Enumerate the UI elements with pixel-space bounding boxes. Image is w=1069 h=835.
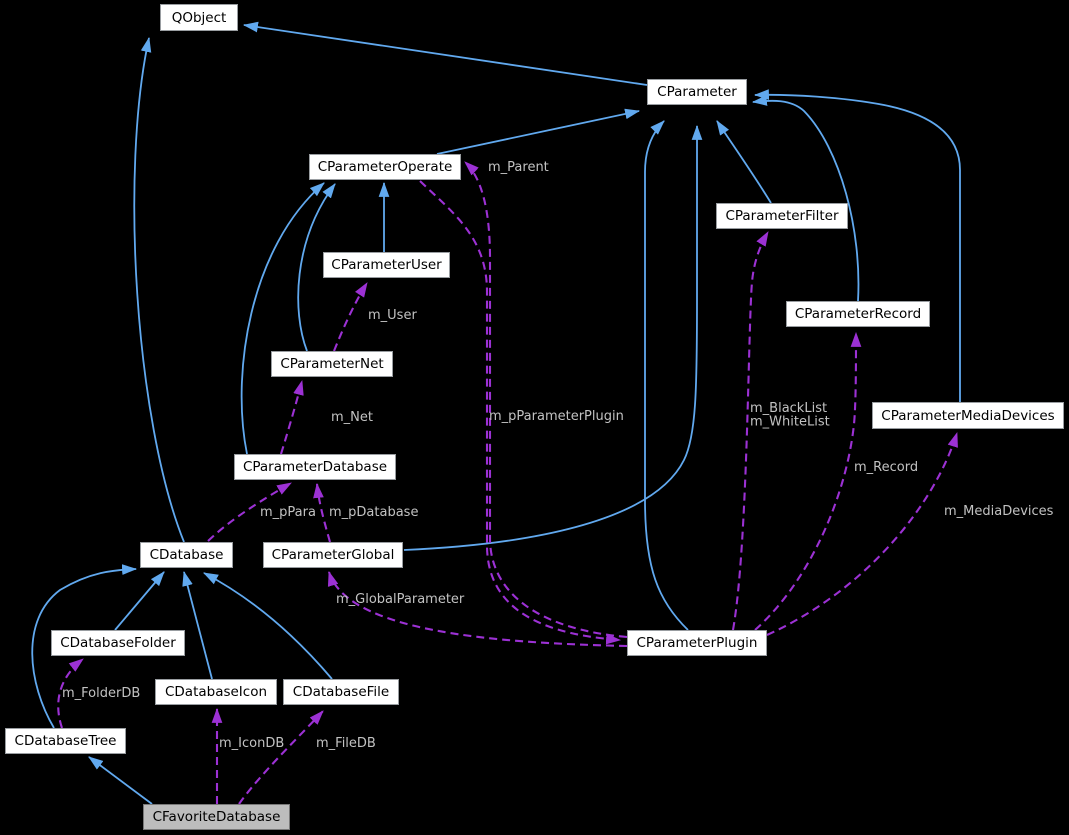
edge-label-m_WhiteList: m_WhiteList	[750, 415, 830, 430]
edge-label-m_Parent: m_Parent	[488, 160, 549, 175]
node-cdatabase[interactable]: CDatabase	[140, 542, 233, 568]
edge-label-m_Record: m_Record	[854, 460, 918, 475]
edge-cparameterplugin-to-cparameteroperate	[464, 161, 628, 639]
edge-label-m_pPara: m_pPara	[260, 505, 316, 520]
edge-cparameternet-to-cparameteroperate	[297, 183, 336, 352]
edge-label-m_BlackList: m_BlackList	[750, 401, 827, 416]
edge-cparameterdatabase-to-cparameteroperate	[240, 182, 325, 455]
edge-cparameterplugin-to-cparametermediadevices	[766, 431, 959, 636]
edge-cdatabasefile-to-cdatabase	[203, 572, 333, 680]
node-cparameteroperate[interactable]: CParameterOperate	[309, 154, 461, 180]
node-cparameterplugin[interactable]: CParameterPlugin	[627, 630, 767, 656]
node-cfavoritedatabase[interactable]: CFavoriteDatabase	[143, 804, 290, 830]
node-cparameterdatabase[interactable]: CParameterDatabase	[234, 454, 396, 480]
edge-cparameterfilter-to-cparameter	[716, 120, 772, 204]
node-cparameterrecord[interactable]: CParameterRecord	[786, 301, 930, 327]
node-cparametermediadevices[interactable]: CParameterMediaDevices	[872, 402, 1064, 429]
edge-cparameterplugin-to-cparameterglobal	[327, 570, 628, 648]
edge-label-m_FileDB: m_FileDB	[316, 736, 376, 751]
edge-label-m_MediaDevices: m_MediaDevices	[944, 504, 1054, 519]
edge-cparametermediadevices-to-cparameter	[753, 89, 961, 402]
edge-cparameteroperate-to-cparameterplugin	[419, 180, 622, 645]
node-cparameteruser[interactable]: CParameterUser	[323, 252, 450, 278]
node-cparameterfilter[interactable]: CParameterFilter	[716, 203, 848, 229]
edge-cdatabasetree-to-cdatabase	[31, 564, 138, 729]
edge-cparameteroperate-to-cparameter	[436, 108, 641, 155]
edge-cparameternet-to-cparameteruser	[333, 282, 368, 352]
edge-cfavoritedatabase-to-cdatabasetree	[88, 756, 153, 805]
edge-cparameterdatabase-to-cparameternet	[279, 379, 304, 455]
node-cparameternet[interactable]: CParameterNet	[271, 351, 393, 377]
node-cdatabasefile[interactable]: CDatabaseFile	[283, 679, 399, 705]
node-cdatabaseicon[interactable]: CDatabaseIcon	[155, 679, 277, 705]
edge-cparameterplugin-to-cparameter	[644, 120, 689, 631]
edge-cdatabaseicon-to-cdatabase	[182, 570, 213, 680]
edge-cparameterglobal-to-cparameter	[403, 124, 703, 551]
node-cparameter[interactable]: CParameter	[647, 79, 747, 105]
edge-label-m_User: m_User	[368, 308, 417, 323]
edge-cparameterrecord-to-cparameter	[751, 95, 860, 302]
edge-cparameterplugin-to-cparameterfilter	[731, 231, 769, 631]
edge-label-m_pParameterPlugin: m_pParameterPlugin	[489, 409, 624, 424]
node-cdatabasetree[interactable]: CDatabaseTree	[5, 728, 126, 754]
edge-cdatabase-to-qobject	[133, 36, 185, 543]
node-cparameterglobal[interactable]: CParameterGlobal	[263, 542, 403, 568]
edge-cparameterplugin-to-cparameterrecord	[754, 331, 862, 631]
edge-cfavoritedatabase-to-cdatabasefile	[238, 710, 324, 805]
edge-label-m_pDatabase: m_pDatabase	[329, 505, 418, 520]
edge-label-m_GlobalParameter: m_GlobalParameter	[336, 592, 465, 607]
edge-label-m_IconDB: m_IconDB	[219, 736, 284, 751]
edge-label-m_Net: m_Net	[331, 410, 373, 425]
edge-cparameter-to-qobject	[242, 21, 648, 86]
edge-cparameterglobal-to-cparameterdatabase	[313, 482, 332, 543]
edge-cdatabasefolder-to-cdatabase	[114, 571, 165, 631]
node-cdatabasefolder[interactable]: CDatabaseFolder	[51, 630, 185, 656]
node-qobject[interactable]: QObject	[160, 4, 238, 31]
edge-label-m_FolderDB: m_FolderDB	[62, 686, 140, 701]
edge-cdatabasetree-to-cdatabasefolder	[57, 658, 84, 729]
